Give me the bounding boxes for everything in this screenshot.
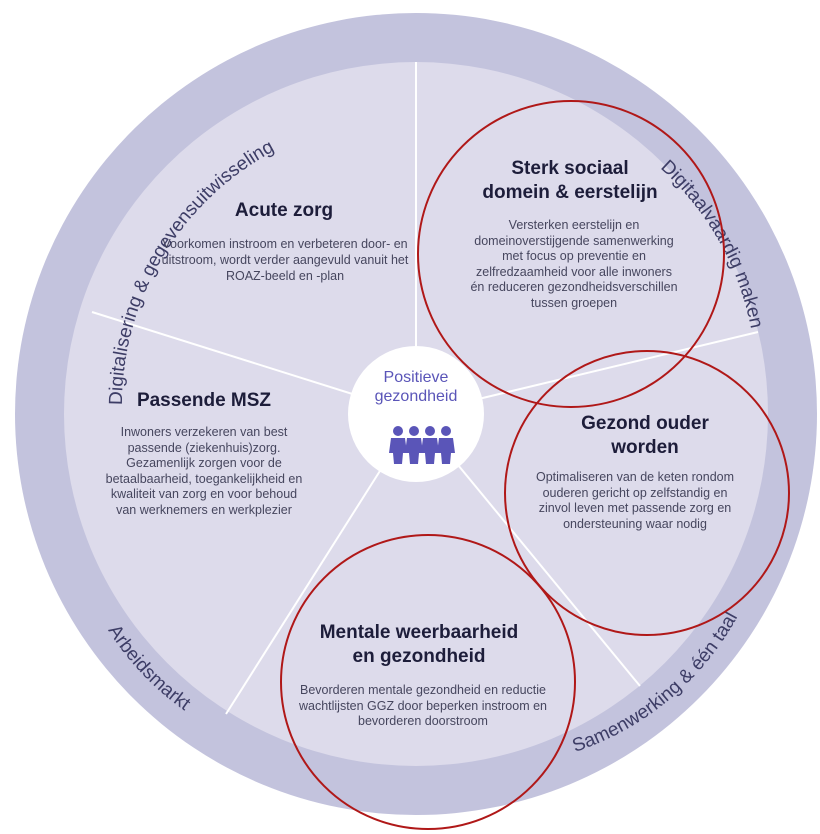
- people-group-icon: [389, 426, 455, 464]
- segment-title-mentaal-line1: Mentale weerbaarheid: [319, 622, 519, 643]
- segment-desc-acute: Voorkomen instroom en verbeteren door- e…: [161, 237, 409, 283]
- segment-title-sociaal: Sterk sociaal domein & eerstelijn: [445, 157, 695, 205]
- center-label-line2: gezondheid: [374, 388, 458, 405]
- segment-title-sociaal-line1: Sterk sociaal: [511, 158, 629, 179]
- segment-title-mentaal: Mentale weerbaarheid en gezondheid: [276, 621, 562, 669]
- segment-title-acute: Acute zorg: [234, 200, 334, 221]
- center-label: Positieve gezondheid: [360, 368, 472, 406]
- segment-title-sociaal-line2: domein & eerstelijn: [482, 182, 658, 203]
- segment-desc-msz: Inwoners verzekeren van best passende (z…: [105, 425, 303, 517]
- center-label-line1: Positieve: [383, 369, 449, 386]
- highlight-circle-sociaal: [417, 100, 725, 408]
- segment-title-msz: Passende MSZ: [136, 390, 272, 411]
- segment-desc-mentaal: Bevorderen mentale gezondheid en reducti…: [298, 683, 548, 728]
- highlight-circles: [280, 100, 790, 830]
- highlight-circle-ouder: [504, 350, 790, 636]
- highlight-circle-mentaal: [280, 534, 576, 830]
- segment-title-ouder: Gezond ouder worden: [535, 412, 755, 460]
- segment-title-mentaal-line2: en gezondheid: [352, 646, 486, 667]
- segment-title-ouder-line1: Gezond ouder: [581, 413, 709, 434]
- segment-desc-sociaal: Versterken eerstelijn en domeinoverstijg…: [470, 218, 678, 310]
- segment-desc-ouder: Optimaliseren van de keten rondom oudere…: [535, 470, 735, 531]
- segment-title-ouder-line2: worden: [611, 437, 679, 458]
